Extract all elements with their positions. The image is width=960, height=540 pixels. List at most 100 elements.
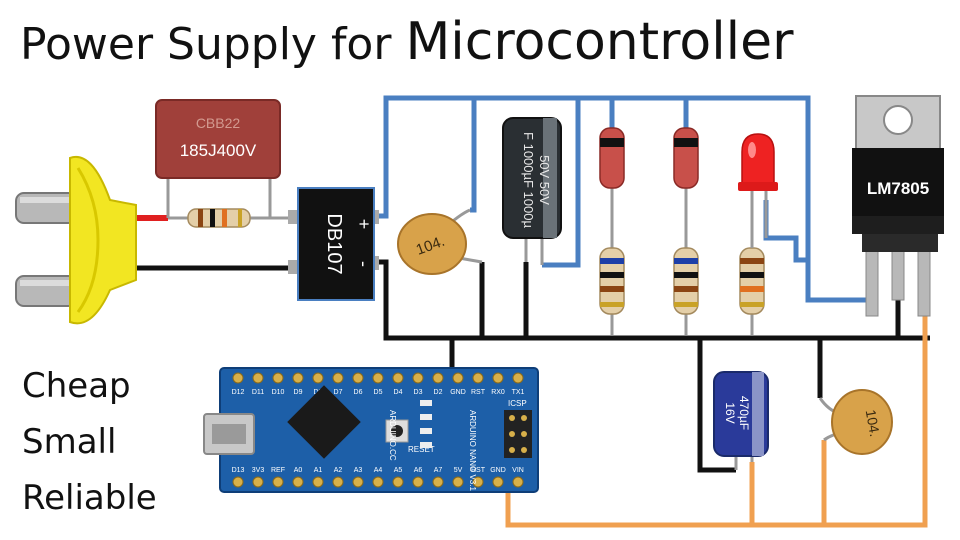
- top-pin-pad: [332, 372, 344, 384]
- film-cap-line1: CBB22: [196, 115, 241, 131]
- bottom-pin-label: D13: [232, 467, 245, 474]
- top-pin-pad: [452, 372, 464, 384]
- series-resistor: [187, 208, 251, 228]
- top-pin-pad: [512, 372, 524, 384]
- bridge-label: DB107: [323, 213, 345, 274]
- bottom-pin-label: A7: [434, 467, 443, 474]
- film-cap-line2: 185J400V: [180, 141, 257, 160]
- bottom-pin-label: A6: [414, 467, 423, 474]
- resistor-2: [673, 225, 699, 335]
- bottom-pin-pad: [292, 476, 304, 488]
- electrolytic-capacitor-input: F 1000µF 1000µ 50V 50V: [502, 117, 562, 265]
- top-pin-pad: [272, 372, 284, 384]
- bottom-pin-pad: [412, 476, 424, 488]
- bottom-pin-label: REF: [271, 467, 285, 474]
- top-pin-pad: [252, 372, 264, 384]
- bottom-pin-pad: [432, 476, 444, 488]
- arduino-reset-label: RESET: [408, 445, 435, 454]
- title-part-2: Microcontroller: [405, 12, 794, 72]
- bottom-pin-pad: [492, 476, 504, 488]
- top-pin-pad: [412, 372, 424, 384]
- bottom-pin-pad: [252, 476, 264, 488]
- tagline-reliable: Reliable: [22, 478, 157, 518]
- arduino-nano: D12D11D10D9D8D7D6D5D4D3D2GNDRSTRX0TX1 D1…: [203, 367, 539, 493]
- top-pin-label: D9: [294, 389, 303, 396]
- tagline-small: Small: [22, 422, 117, 462]
- bottom-pin-label: A2: [334, 467, 343, 474]
- top-pin-pad: [472, 372, 484, 384]
- arduino-top-pins: D12D11D10D9D8D7D6D5D4D3D2GNDRSTRX0TX1: [232, 372, 525, 396]
- output-wires: [505, 315, 928, 528]
- top-pin-label: D6: [354, 389, 363, 396]
- voltage-regulator: LM7805: [852, 95, 944, 317]
- regulator-label: LM7805: [867, 179, 929, 198]
- arduino-brand: ARDUINO.CC: [388, 410, 397, 461]
- top-pin-label: TX1: [512, 389, 525, 396]
- bottom-pin-label: A3: [354, 467, 363, 474]
- top-pin-label: D4: [394, 389, 403, 396]
- top-pin-label: D10: [272, 389, 285, 396]
- arduino-model: ARDUINO NANO V3.1: [468, 410, 477, 491]
- tagline-cheap: Cheap: [22, 366, 131, 406]
- ceramic-cap-output-label: 104.: [863, 408, 883, 438]
- top-pin-label: D11: [252, 389, 264, 396]
- top-pin-label: GND: [450, 389, 466, 396]
- taglines: Cheap Small Reliable: [22, 358, 157, 526]
- top-pin-pad: [492, 372, 504, 384]
- orange-wire-main: [505, 315, 928, 528]
- ac-plug: [15, 155, 137, 325]
- bottom-pin-label: VIN: [512, 467, 524, 474]
- bottom-pin-label: A1: [314, 467, 323, 474]
- arduino-icsp-label: ICSP: [508, 399, 527, 408]
- bottom-pin-pad: [272, 476, 284, 488]
- top-pin-pad: [352, 372, 364, 384]
- bottom-pin-pad: [512, 476, 524, 488]
- bottom-pin-pad: [392, 476, 404, 488]
- elec-input-line1: F 1000µF 1000µ: [521, 132, 536, 228]
- top-pin-label: D2: [434, 389, 443, 396]
- top-pin-pad: [392, 372, 404, 384]
- icsp-header: [504, 410, 532, 458]
- top-pin-label: D3: [414, 389, 423, 396]
- zener-diode-2: [673, 127, 699, 225]
- ceramic-capacitor-output: 104.: [818, 389, 893, 455]
- film-capacitor: CBB22 185J400V: [155, 99, 281, 179]
- top-pin-pad: [372, 372, 384, 384]
- top-pin-pad: [312, 372, 324, 384]
- bottom-pin-pad: [372, 476, 384, 488]
- black-wire-elec-output: [697, 338, 736, 473]
- bridge-plus: +: [354, 219, 374, 230]
- top-pin-pad: [432, 372, 444, 384]
- microcontroller-chip: [287, 385, 361, 459]
- blue-wire-elec-input: [542, 98, 581, 268]
- ceramic-capacitor-input: 104.: [397, 208, 483, 275]
- bottom-pin-label: A0: [294, 467, 303, 474]
- top-pin-label: D12: [232, 389, 245, 396]
- plug-body: [69, 155, 137, 325]
- led: [738, 133, 778, 248]
- bottom-pin-label: A4: [374, 467, 383, 474]
- bottom-pin-label: A5: [394, 467, 403, 474]
- bottom-pin-label: 3V3: [252, 467, 265, 474]
- bottom-pin-label: 5V: [454, 467, 463, 474]
- page-title: Power Supply for Microcontroller: [20, 12, 793, 72]
- title-part-1: Power Supply for: [20, 19, 406, 70]
- electrolytic-capacitor-output: 470µF 16V: [713, 371, 769, 470]
- elec-output-line1: 470µF: [737, 396, 751, 430]
- zener-diode-1: [599, 127, 625, 225]
- bottom-pin-pad: [452, 476, 464, 488]
- blue-wire-led: [763, 200, 808, 263]
- black-wire-main: [375, 259, 930, 341]
- blue-wire-main: [375, 95, 868, 303]
- bridge-minus: -: [354, 261, 374, 267]
- elec-input-line2: 50V 50V: [537, 155, 552, 205]
- top-pin-pad: [292, 372, 304, 384]
- bottom-pin-pad: [352, 476, 364, 488]
- bottom-pin-pad: [312, 476, 324, 488]
- bottom-pin-pad: [332, 476, 344, 488]
- top-pin-label: D7: [334, 389, 343, 396]
- elec-output-line2: 16V: [723, 402, 737, 423]
- resistor-1: [599, 225, 625, 335]
